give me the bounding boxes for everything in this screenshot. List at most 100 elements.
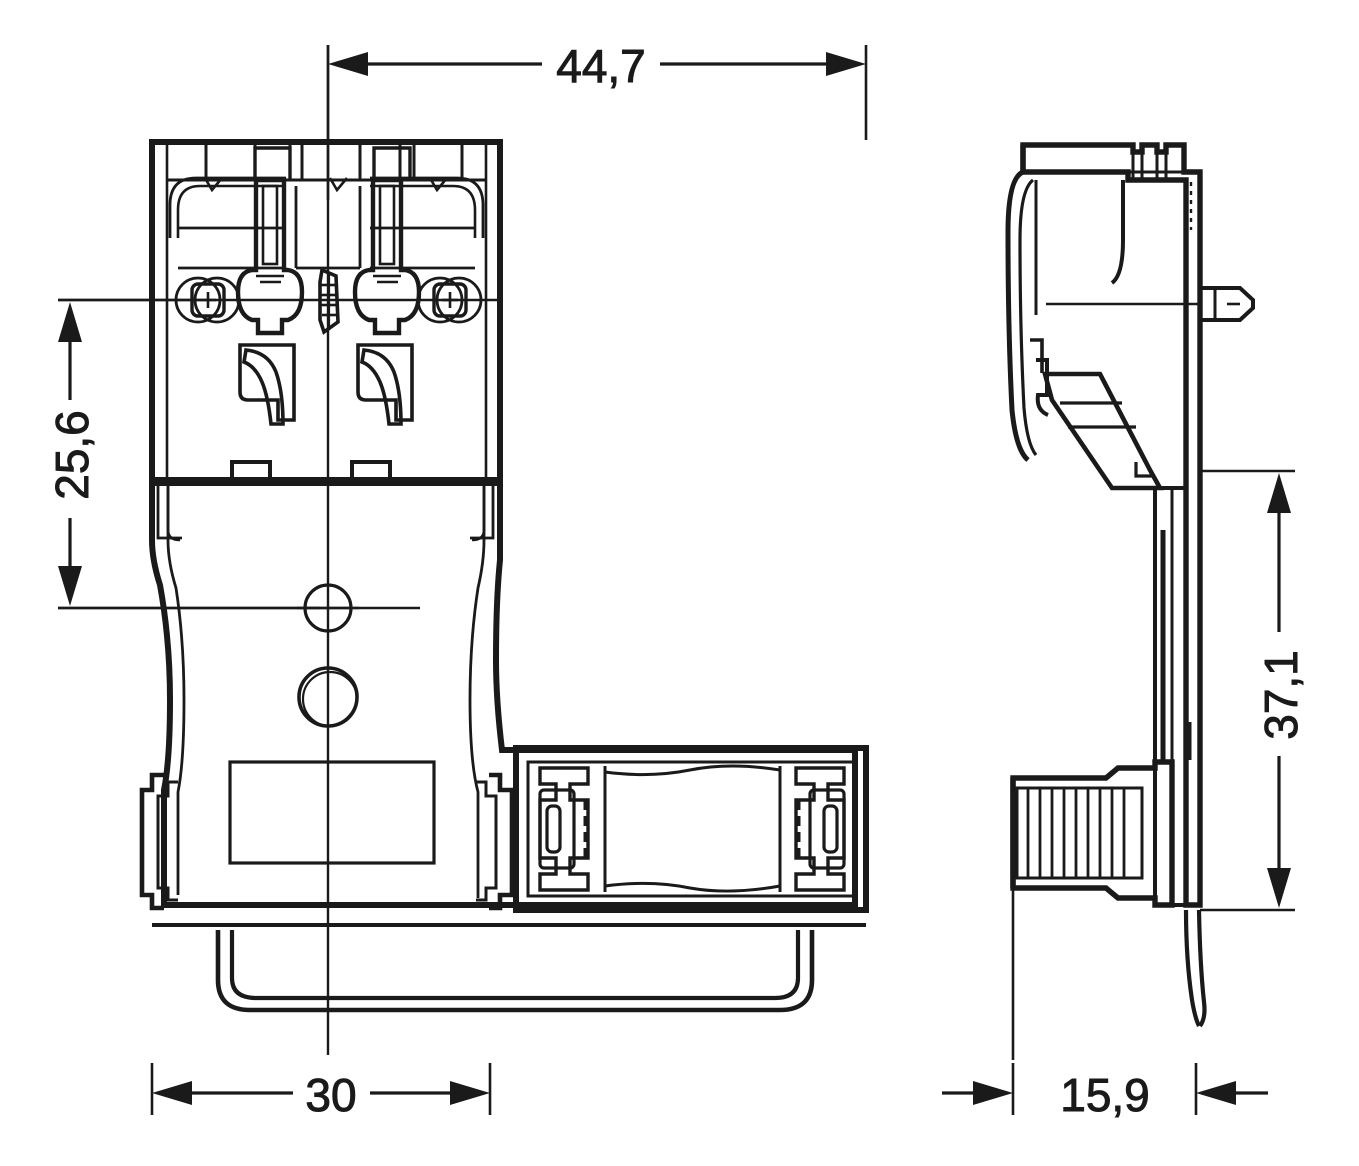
grip-ribs-frame	[1015, 786, 1144, 880]
front-view	[58, 45, 869, 1055]
side-tab-right	[489, 772, 515, 911]
chamber-left-inner	[176, 184, 286, 238]
screw-head-left	[174, 276, 241, 324]
arrow-head-left-30	[152, 1081, 192, 1105]
chamber-right	[370, 176, 485, 238]
side-lever-main	[1035, 358, 1049, 417]
chamber-left-hook	[203, 177, 223, 193]
side-left-lip	[1005, 169, 1030, 462]
side-top-fins	[1128, 145, 1184, 180]
arrow-head-up	[58, 302, 82, 342]
side-left-lip-inner	[1018, 178, 1038, 457]
clamp-lever-left	[238, 343, 296, 426]
blade-right-body	[352, 177, 422, 336]
arrow-head-right-30	[450, 1081, 490, 1105]
side-tab-left	[139, 772, 164, 911]
side-cable-tail	[1183, 909, 1207, 1028]
side-inner-curve	[1110, 180, 1125, 285]
chamber-left	[168, 176, 286, 238]
dimension-44-7: 44,7	[326, 40, 868, 200]
arrow-head-right	[826, 52, 866, 76]
lower-housing-inner-right	[468, 483, 486, 898]
latch-block-outline	[513, 745, 869, 913]
arrow-head-left-159	[973, 1081, 1013, 1105]
side-tab-right-inner	[476, 780, 498, 902]
top-notch-right	[372, 146, 412, 180]
chamber-mid-hook	[328, 177, 348, 193]
screw-right-square	[432, 282, 468, 318]
side-view	[1005, 142, 1255, 1060]
latch-right-slot-inner	[822, 804, 839, 854]
blade-left-body	[235, 177, 305, 336]
screw-left-circle-b	[193, 276, 241, 324]
lower-housing	[139, 480, 858, 911]
arrow-head-down-37	[1267, 868, 1291, 908]
latch-left-slot-inner	[545, 804, 562, 854]
coding-key-center	[318, 267, 340, 335]
mounting-hole-round	[297, 666, 359, 728]
top-slot-row	[167, 142, 486, 182]
screw-head-right	[416, 276, 483, 324]
side-grip-block	[1010, 759, 1175, 908]
inner-chamber-group	[168, 176, 485, 270]
screw-right-circle-b	[435, 276, 483, 324]
arrow-head-down	[58, 566, 82, 606]
top-notch-left	[253, 146, 292, 180]
dimension-label-25-6: 25,6	[46, 410, 98, 500]
side-cable-tail-right	[1196, 909, 1207, 1028]
cable-loop-inner	[229, 930, 801, 1001]
side-tab-left-inner	[156, 780, 178, 902]
dimension-37-1: 37,1	[1200, 469, 1308, 912]
dimension-15-9: 15,9	[942, 1063, 1268, 1122]
latch-right-slot-outer	[808, 788, 846, 870]
label-plate	[228, 760, 436, 865]
cable-loop-outer	[215, 930, 815, 1013]
screw-left-circle-a	[174, 276, 222, 324]
side-screw-boss	[1198, 286, 1255, 322]
dimension-label-37-1: 37,1	[1255, 650, 1307, 740]
clamp-lever-right-blade	[359, 348, 403, 426]
arrow-head-right-159	[1196, 1081, 1236, 1105]
side-lever-top	[1030, 338, 1044, 373]
clamp-lever-right	[356, 343, 414, 426]
side-lever-tip	[1134, 462, 1152, 478]
latch-detail-left	[538, 766, 590, 892]
side-lever	[1030, 338, 1164, 491]
chamber-right-hook	[428, 177, 448, 193]
dimension-label-15-9: 15,9	[1060, 1069, 1150, 1121]
grip-block-outline	[1010, 759, 1175, 908]
round-hole-inner	[301, 670, 359, 728]
dimension-label-30: 30	[305, 1069, 356, 1121]
screw-left-square	[190, 282, 226, 318]
arrow-head-up-37	[1267, 473, 1291, 513]
chamber-right-inner	[370, 184, 477, 238]
lower-housing-outline	[149, 480, 858, 908]
dimension-30: 30	[150, 1063, 492, 1122]
housing-step-right	[470, 486, 495, 540]
housing-step-left-b	[166, 486, 181, 542]
latch-detail-right	[794, 766, 846, 892]
cable-loop	[152, 923, 866, 1013]
side-cable-tail-left	[1183, 909, 1201, 1027]
contact-blade-right	[352, 177, 422, 336]
mounting-hole-crosshair	[297, 583, 359, 633]
contact-blade-left	[235, 177, 305, 336]
housing-step-right-b	[471, 486, 486, 542]
latch-mid-wave-bottom	[604, 881, 781, 893]
latch-block-inner	[526, 760, 856, 898]
lower-housing-inner-left	[166, 483, 186, 895]
upper-housing-outline	[149, 139, 503, 483]
screw-right-circle-a	[416, 276, 464, 324]
latch-left-slot-outer	[538, 788, 576, 870]
dimension-label-44-7: 44,7	[556, 40, 646, 92]
blade-right-inner	[378, 184, 396, 266]
arrow-head-left	[328, 52, 368, 76]
side-lever-arm	[1041, 371, 1164, 491]
latch-mid-wave-top	[604, 764, 781, 777]
bottom-notch-left	[230, 460, 272, 480]
clamp-lever-left-blade	[241, 348, 285, 426]
latch-block	[513, 745, 869, 913]
housing-step-left	[156, 486, 182, 540]
